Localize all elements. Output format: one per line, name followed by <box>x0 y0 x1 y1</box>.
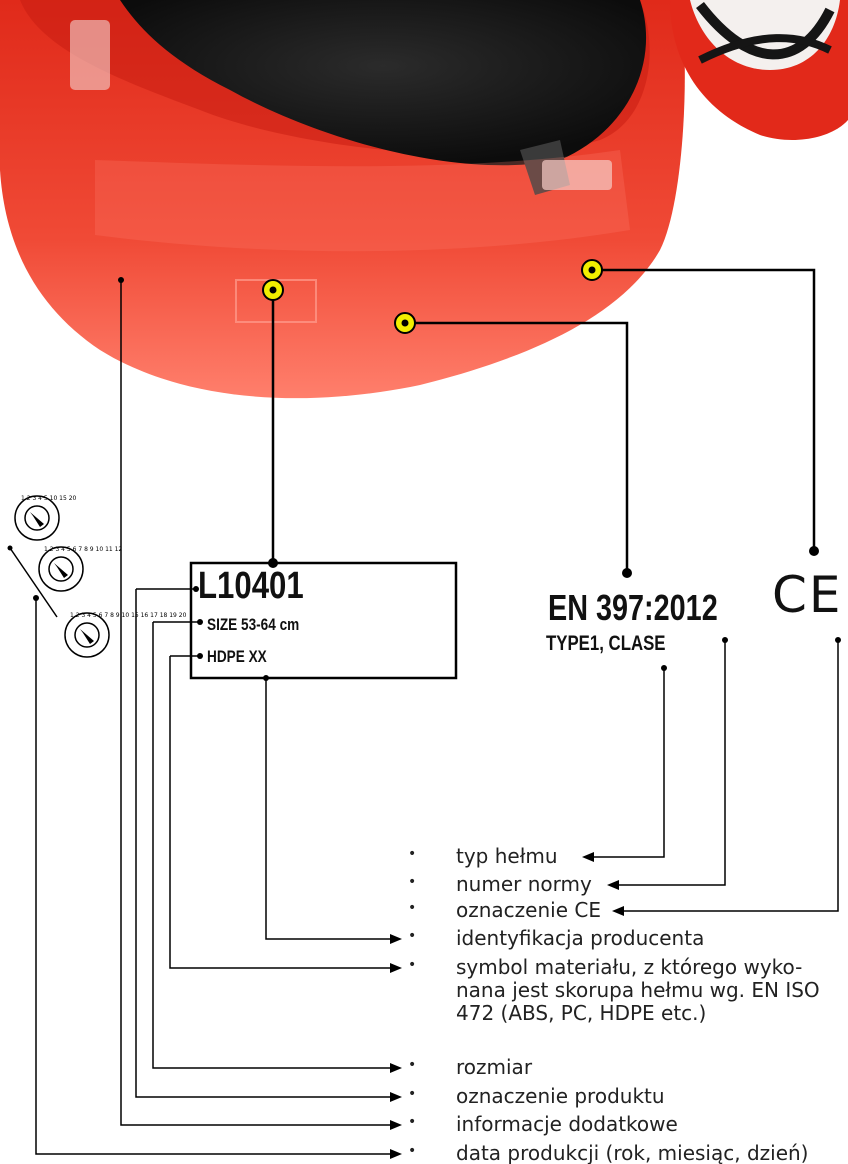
norm-number: EN 397:2012 <box>548 587 718 629</box>
leader-number <box>617 640 725 885</box>
leader-date <box>36 598 392 1154</box>
size-label: SIZE 53-64 cm <box>207 615 299 635</box>
product-code: L10401 <box>198 565 304 608</box>
material-label: HDPE XX <box>207 647 267 667</box>
legend-item-norm: numer normy <box>456 873 592 896</box>
leader-norm-line <box>405 323 627 573</box>
legend-item-product: oznaczenie produktu <box>456 1085 665 1108</box>
leader-ce <box>622 640 838 911</box>
legend-item-type: typ hełmu <box>456 845 558 868</box>
leader-size <box>153 622 392 1068</box>
legend-item-ce: oznaczenie CE <box>456 899 601 922</box>
leader-ce-line <box>592 270 814 551</box>
leader-info <box>121 280 392 1125</box>
leader-type <box>592 668 664 857</box>
legend-item-info: informacje dodatkowe <box>456 1113 678 1136</box>
dial-year-numbers: 1 2 3 4 5 10 15 20 <box>21 495 77 502</box>
legend-item-size: rozmiar <box>456 1056 532 1079</box>
leader-material <box>170 656 392 968</box>
legend-item-date: data produkcji (rok, miesiąc, dzień) <box>456 1142 808 1164</box>
dial-day-numbers: 1 2 3 4 5 6 7 8 9 10 15 16 17 18 19 20 <box>70 612 187 619</box>
ce-mark: CE <box>772 566 843 624</box>
helmet-type: TYPE1, CLASE <box>546 632 666 656</box>
legend-item-material: symbol materiału, z którego wyko-nana je… <box>456 956 841 1025</box>
legend-item-producer: identyfikacja producenta <box>456 927 704 950</box>
dial-month-numbers: 1 2 3 4 5 6 7 8 9 10 11 12 <box>44 546 122 553</box>
leader-producer <box>266 678 392 939</box>
